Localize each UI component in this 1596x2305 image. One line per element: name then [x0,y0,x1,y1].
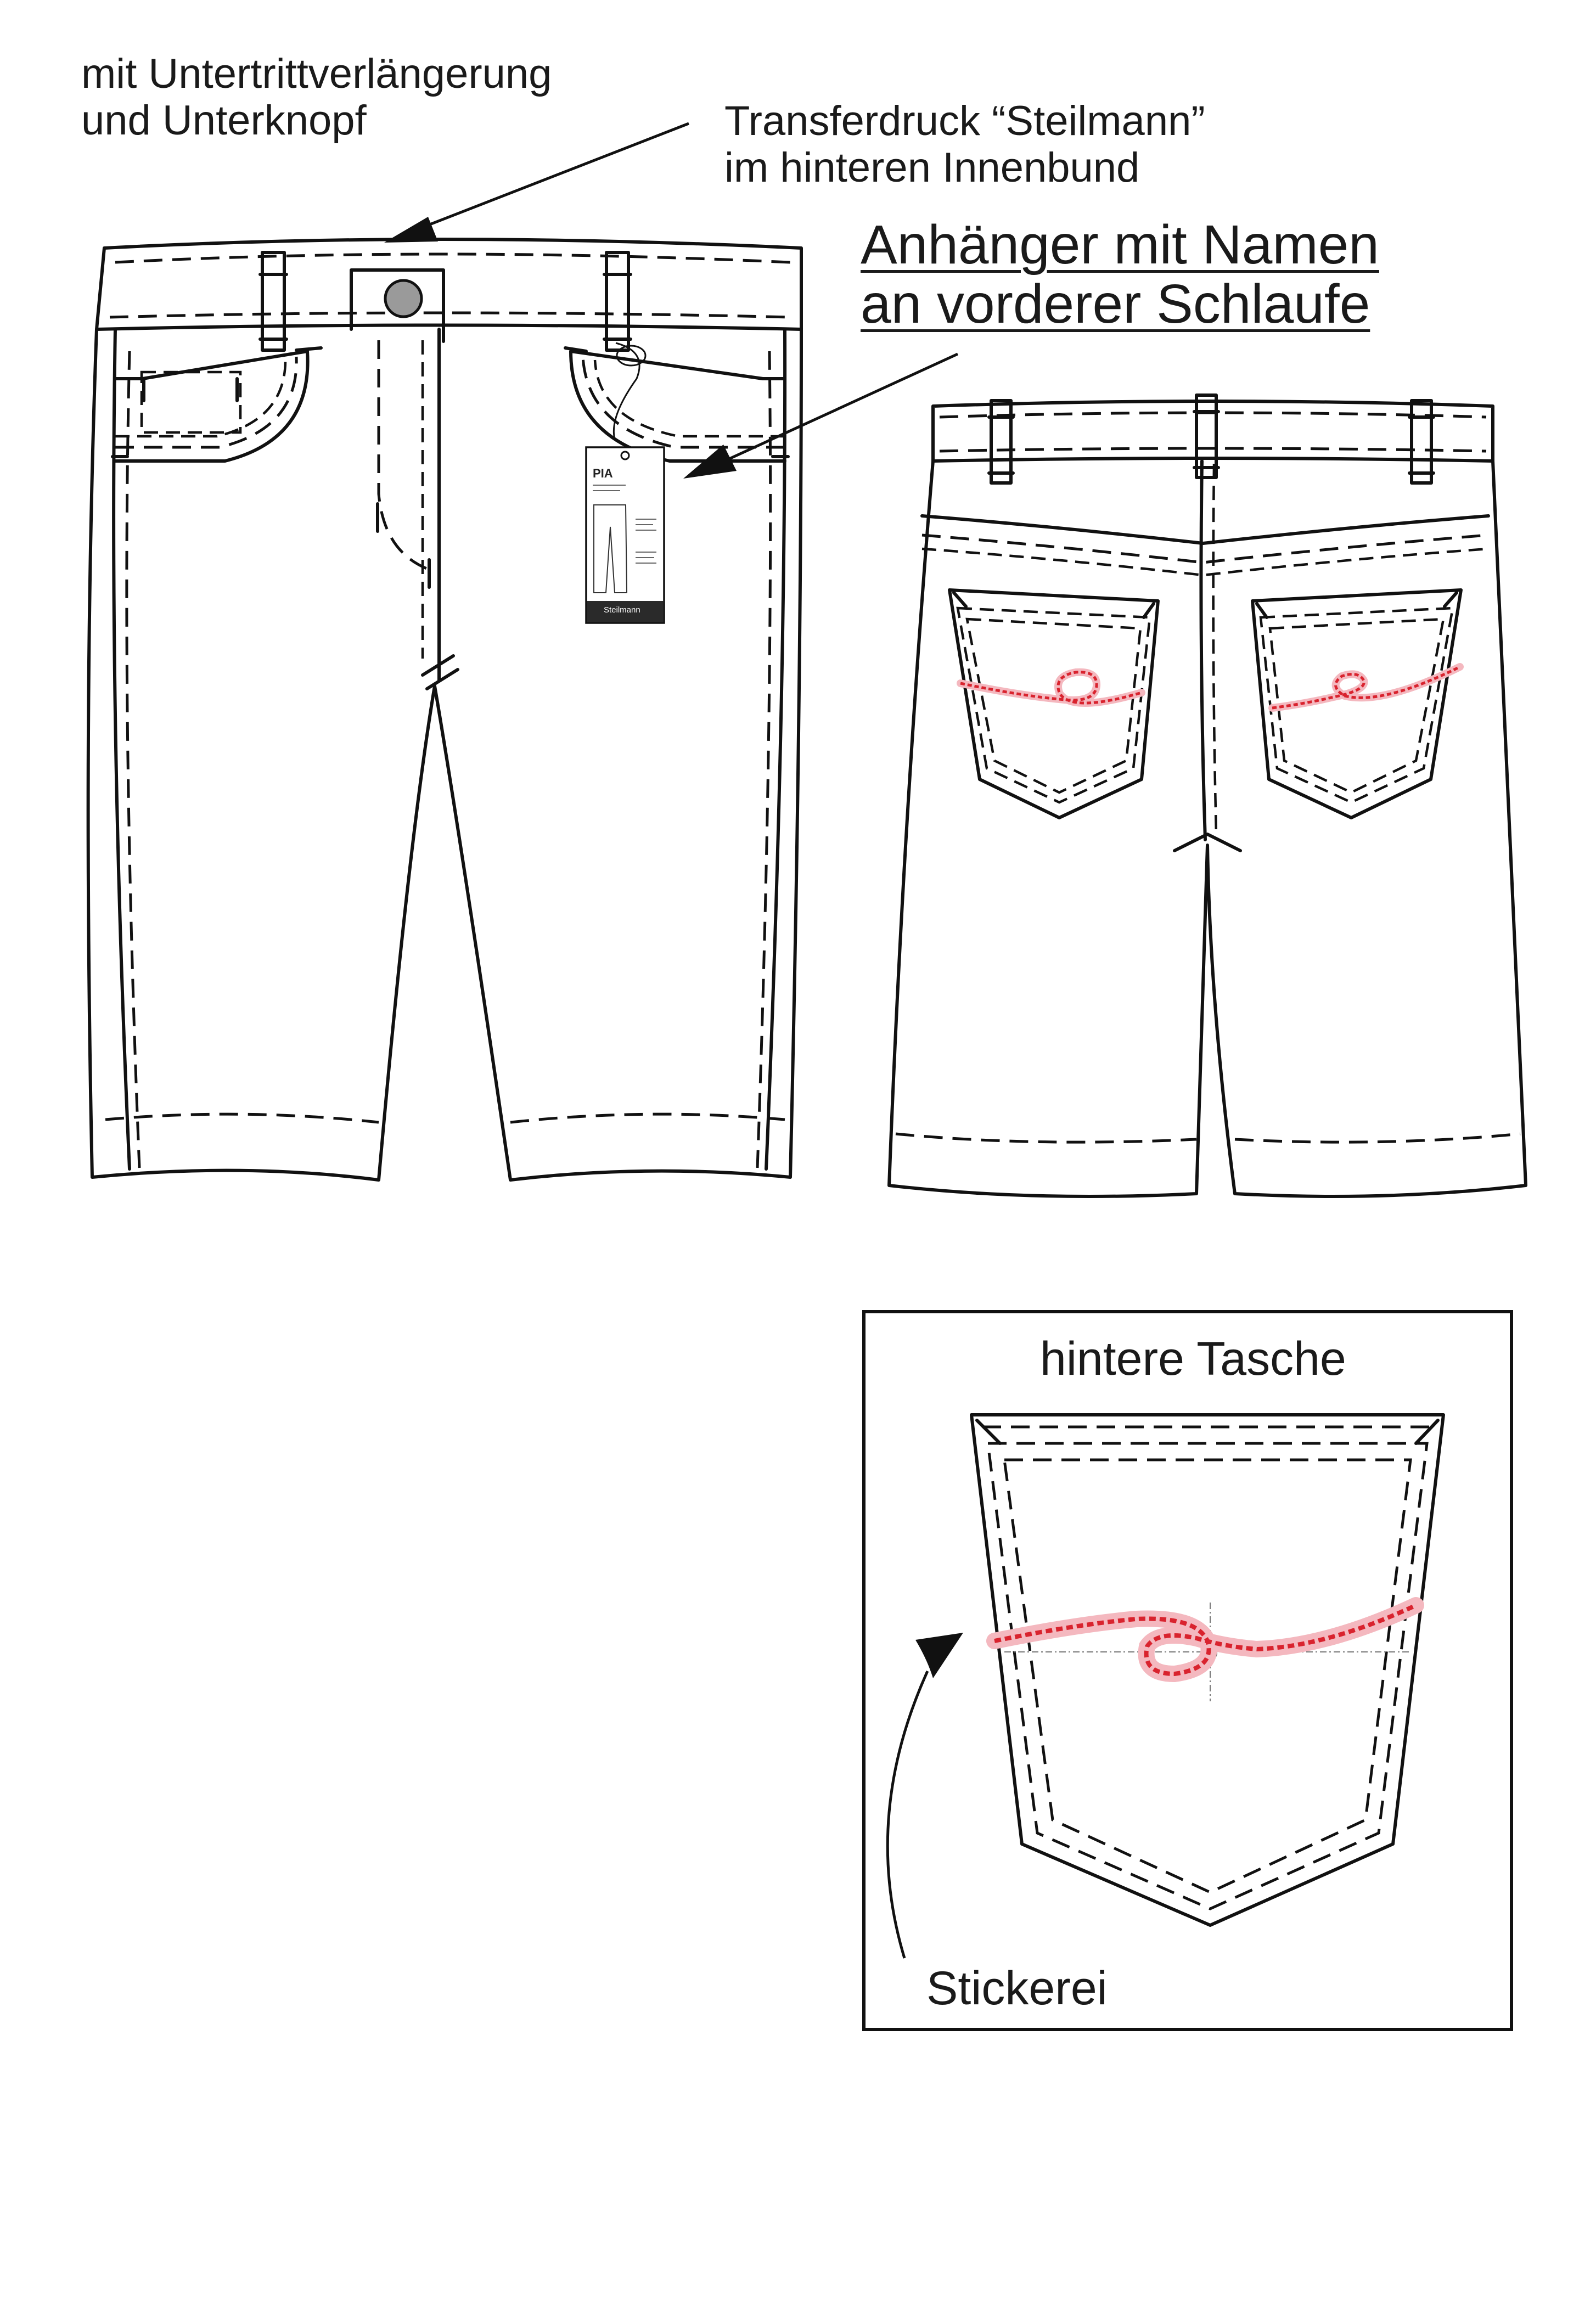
hang-tag-arrow [723,352,959,463]
front-left-outer-seam [112,328,131,1171]
front-right-outer-seam-stitch [756,351,772,1168]
front-waistband-topstitch-bottom [109,311,791,319]
back-belt-loop-center-bartack [1193,410,1220,469]
back-center-seam [1199,459,1207,841]
front-waistband-topstitch-top [115,252,791,264]
front-view [86,238,803,1182]
front-left-hem-stitch [105,1112,379,1124]
back-pocket-title: hintere Tasche [1040,1333,1346,1385]
hang-tag-name: PIA [593,466,613,480]
front-left-outer-seam-stitch [125,351,141,1168]
detail-pocket-outline [970,1413,1445,1927]
back-left-pocket-embroidery [960,671,1142,705]
front-right-pocket-stitch [581,356,785,449]
front-coin-pocket-rivets [142,377,239,402]
underlap-note-line1: mit Untertrittverlängerung [81,50,552,97]
embroidery-label: Stickerei [926,1962,1108,2015]
back-right-hem-stitch [1234,1132,1521,1144]
back-waistband-stitch-top [939,411,1487,419]
underlap-note-line2: und Unterknopf [81,97,367,144]
back-left-pocket-embroidery-glow [957,668,1145,707]
front-belt-loop-right [605,251,630,352]
front-coin-pocket [140,370,242,434]
leader-arrows [384,122,963,1959]
front-right-pocket-stitch-2 [593,359,785,438]
back-right-pocket [1251,588,1463,819]
back-right-pocket-bartacks [1255,591,1458,619]
front-left-pocket-stitch-2 [115,359,287,438]
front-right-pocket-bartack [564,346,790,458]
back-yoke-stitch-2 [921,547,1489,577]
transfer-print-note-line2: im hinteren Innenbund [724,144,1140,192]
hang-tag-pants-icon [593,504,628,593]
hang-tag-note-line2: an vorderer Schlaufe [861,273,1370,335]
hang-tag-string [612,342,640,440]
back-belt-loop-left-bartack [987,415,1015,475]
back-belt-loop-center [1195,393,1218,479]
hang-tag-footer [587,601,664,622]
embroidery-arrowhead [915,1633,963,1678]
hang-tag-brand: Steilmann [604,605,640,615]
transfer-print-note: Transferdruck “Steilmann” im hinteren In… [724,98,1205,191]
front-fly-stitch [377,340,433,572]
back-belt-loop-left [990,399,1013,485]
front-left-pocket-opening [114,350,310,463]
back-left-pocket-bartacks [952,591,1155,619]
hang-tag-note-line1: Anhänger mit Namen [861,214,1379,276]
back-crotch-point [1173,833,1242,852]
detail-pocket-stitch-inner [1003,1458,1412,1894]
hang-tag-hole [620,451,630,460]
front-right-hem-stitch [510,1112,785,1124]
back-center-seam-stitch [1212,463,1218,835]
back-belt-loop-right [1410,399,1433,485]
back-view [887,393,1527,1198]
back-yoke-stitch [921,533,1489,564]
front-waistband-fly-extension [350,268,445,343]
transfer-print-arrow [417,122,689,231]
back-leg-outline [887,459,1527,1198]
front-belt-loop-left-bartack [258,273,288,341]
pocket-detail-box [862,1310,1513,2031]
back-yoke-seam [920,514,1490,545]
hang-tag-text-lines [593,485,656,564]
hang-tag-body [585,446,665,624]
back-left-hem-stitch [895,1132,1197,1144]
hang-tag: PIA Steilmann [585,446,665,624]
hang-tag-string-loop [616,345,647,367]
front-leg-outline [86,328,803,1182]
detail-embroidery [994,1603,1417,1677]
back-belt-loop-right-bartack [1408,415,1435,475]
front-button [384,279,423,318]
front-left-pocket-bartack [111,346,323,458]
detail-pocket-bartacks [975,1419,1440,1445]
back-left-pocket-stitch-inner [965,617,1142,794]
transfer-print-arrowhead [384,217,438,243]
back-right-pocket-embroidery [1272,665,1461,710]
back-waistband-stitch-bottom [939,447,1487,453]
front-belt-loop-right-bartack [603,273,632,341]
underlap-note: mit Untertrittverlängerung und Unterknop… [81,50,552,144]
embroidery-arrow [886,1670,929,1959]
front-left-pocket-stitch [115,356,298,449]
pocket-detail-frame [862,1310,1513,2031]
back-right-pocket-stitch [1259,606,1454,804]
front-right-pocket-opening [569,350,786,463]
hang-tag-arrowhead [683,445,737,479]
detail-pocket-stitch-outer [986,1442,1429,1910]
transfer-print-note-line1: Transferdruck “Steilmann” [724,98,1205,144]
front-crotch-mark [421,654,459,690]
back-right-pocket-stitch-inner [1268,617,1445,794]
back-left-pocket-stitch [956,606,1151,804]
front-belt-loop-left [261,251,286,352]
hang-tag-note: Anhänger mit Namen an vorderer Schlaufe [861,215,1379,334]
back-left-pocket [948,588,1160,819]
